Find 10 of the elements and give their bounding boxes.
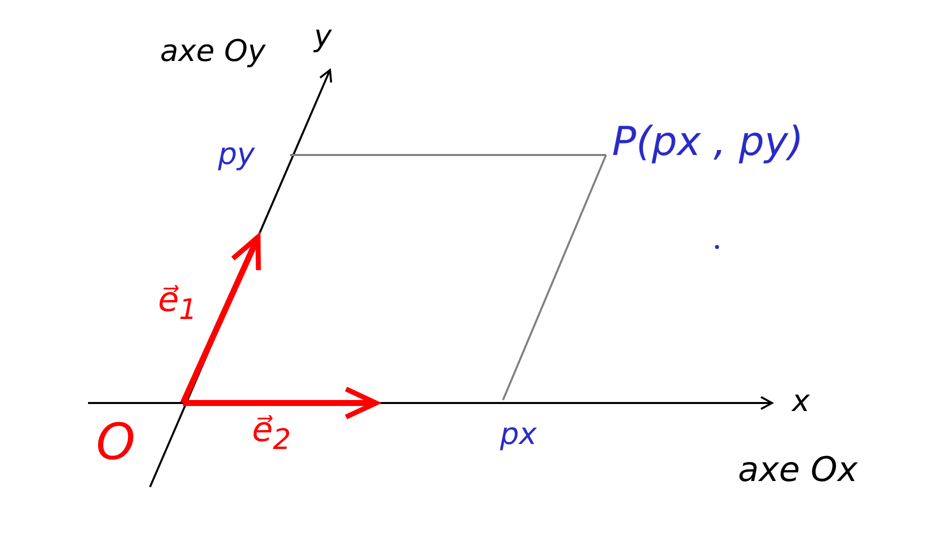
- vector-label: e⃗$_{2}$: [252, 412, 291, 455]
- axis-label: y: [314, 20, 332, 53]
- origin-label: O: [96, 415, 136, 470]
- vector-label: e⃗$_{1}$: [158, 282, 197, 325]
- axis-label: x: [792, 385, 810, 418]
- axis-label: axe Oy: [160, 35, 266, 68]
- point-label: P(px , py): [612, 120, 804, 164]
- axis-label: axe Ox: [738, 452, 858, 490]
- point-label: px: [500, 418, 537, 451]
- point-label: py: [218, 138, 255, 171]
